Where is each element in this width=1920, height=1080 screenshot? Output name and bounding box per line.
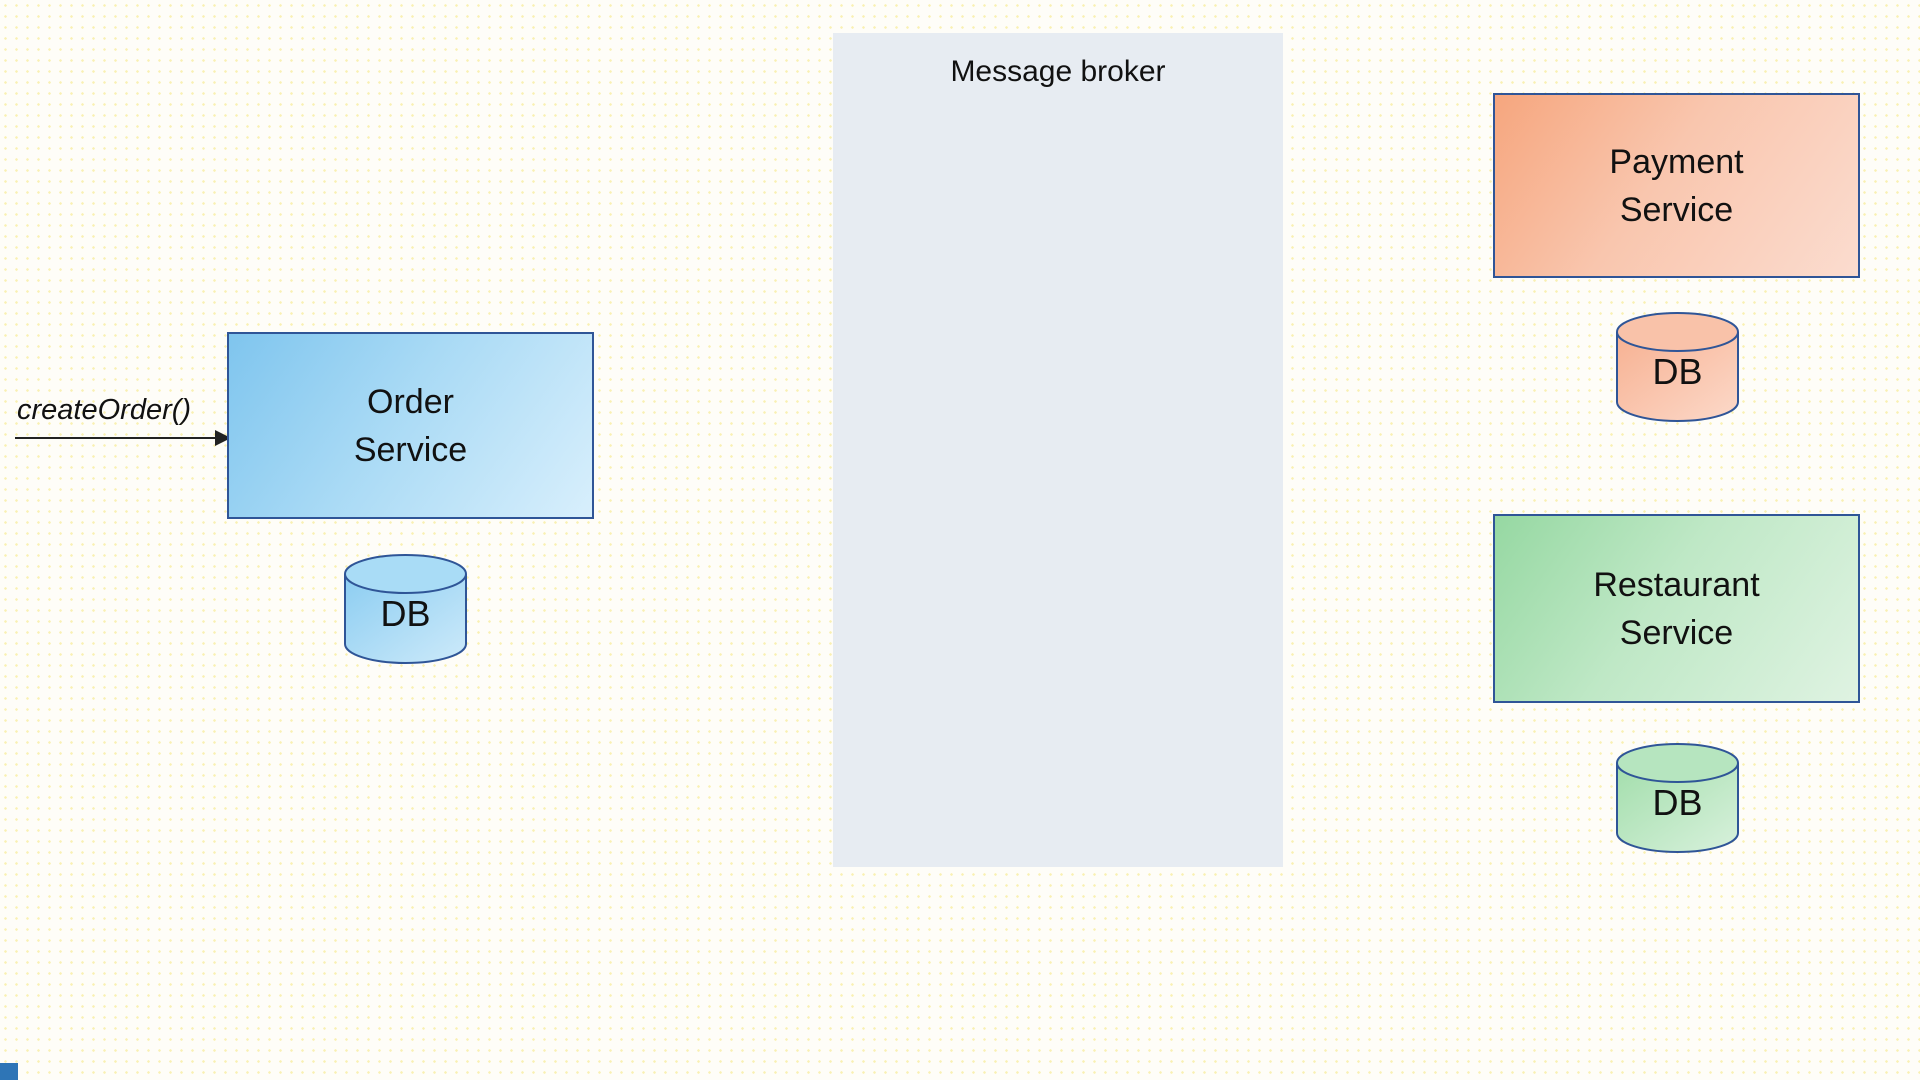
restaurant-db-cylinder: DB <box>1615 742 1740 854</box>
message-broker-panel: Message broker <box>833 33 1283 867</box>
payment-service-label: Payment Service <box>1609 142 1744 229</box>
corner-square <box>0 1063 18 1080</box>
create-order-arrow-label: createOrder() <box>17 394 192 426</box>
database-icon <box>1616 312 1739 422</box>
database-icon <box>344 554 467 664</box>
restaurant-service-label: Restaurant Service <box>1593 565 1760 652</box>
order-service-label: Order Service <box>353 382 468 469</box>
create-order-arrow <box>15 430 231 446</box>
message-broker-title: Message broker <box>950 55 1166 88</box>
payment-service-box: Payment Service <box>1493 93 1860 278</box>
payment-db-label: DB <box>1652 351 1703 393</box>
restaurant-service-box: Restaurant Service <box>1493 514 1860 703</box>
order-service-box: Order Service <box>227 332 594 519</box>
order-db-cylinder: DB <box>343 553 468 665</box>
database-icon <box>1616 743 1739 853</box>
payment-db-cylinder: DB <box>1615 311 1740 423</box>
order-db-label: DB <box>380 593 431 635</box>
restaurant-db-label: DB <box>1652 782 1703 824</box>
